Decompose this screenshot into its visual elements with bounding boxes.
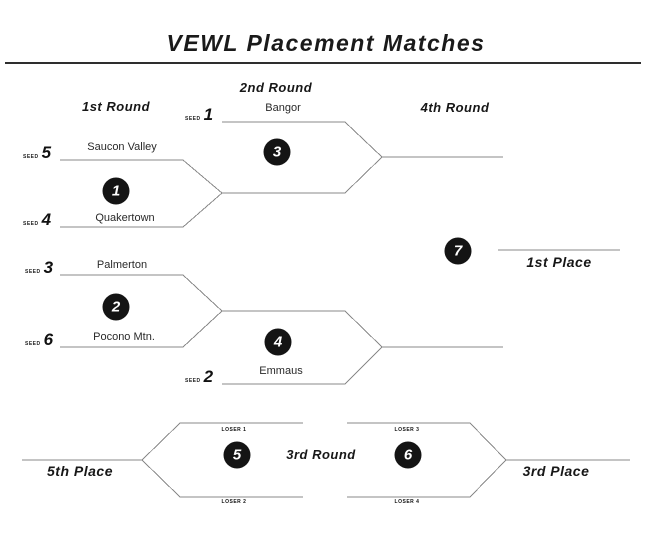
page-title: VEWL Placement Matches (166, 30, 486, 56)
round-label-4th: 4th Round (420, 100, 490, 115)
title-rule (5, 62, 641, 64)
seed-number: 4 (41, 210, 52, 229)
seed-number: 1 (203, 105, 214, 124)
match-circle-1: 1 (102, 177, 130, 205)
seed-word: SEED (185, 378, 201, 384)
seed-number: 3 (43, 258, 54, 277)
seed-word: SEED (23, 221, 39, 227)
loser-label-3: LOSER 3 (394, 427, 420, 433)
seed-number: 2 (203, 367, 214, 386)
team-name-saucon-valley: Saucon Valley (87, 141, 157, 153)
seed-number: 5 (41, 143, 52, 162)
team-name-emmaus: Emmaus (259, 365, 303, 377)
match-circle-5: 5 (223, 441, 251, 469)
seed-word: SEED (25, 269, 41, 275)
seed-number: 6 (43, 330, 54, 349)
round-label-3rd: 3rd Round (286, 447, 356, 462)
match-circle-4: 4 (264, 328, 292, 356)
place-label-3rd: 3rd Place (522, 463, 590, 479)
team-name-quakertown: Quakertown (95, 212, 155, 224)
round-label-2nd: 2nd Round (239, 80, 313, 95)
seed-word: SEED (23, 154, 39, 160)
loser-label-1: LOSER 1 (221, 427, 247, 433)
loser-label-2: LOSER 2 (221, 499, 247, 505)
round-label-1st: 1st Round (81, 99, 151, 114)
match-circle-2: 2 (102, 293, 130, 321)
match-circle-3: 3 (263, 138, 291, 166)
match-circle-7: 7 (444, 237, 472, 265)
place-label-1st: 1st Place (526, 254, 592, 270)
seed-word: SEED (185, 116, 201, 122)
seed-word: SEED (25, 341, 41, 347)
team-name-bangor: Bangor (265, 102, 301, 114)
place-label-5th: 5th Place (47, 463, 113, 479)
loser-label-4: LOSER 4 (394, 499, 420, 505)
match-circle-6: 6 (394, 441, 422, 469)
team-name-pocono-mtn: Pocono Mtn. (93, 331, 155, 343)
team-name-palmerton: Palmerton (96, 259, 148, 271)
